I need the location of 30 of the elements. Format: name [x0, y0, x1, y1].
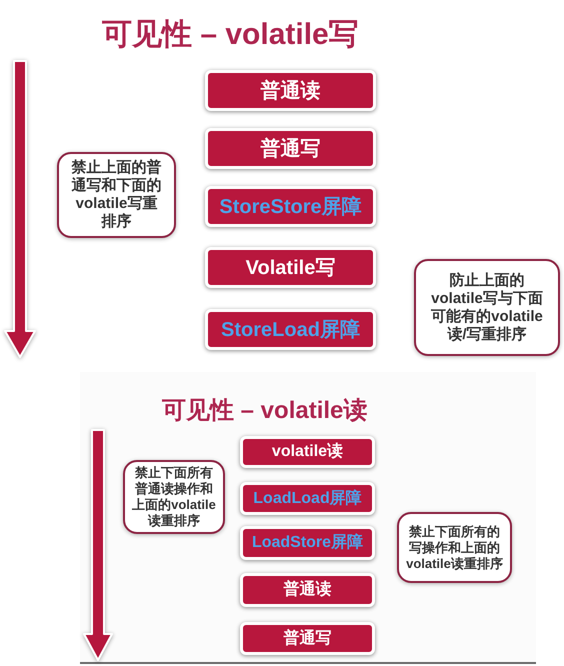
barrier-label: LoadLoad屏障 [253, 488, 362, 508]
note-callout [414, 259, 560, 356]
note-text: 禁止上面的普通写和下面的volatile写重排序 [71, 159, 162, 231]
operation-label: volatile读 [272, 442, 344, 462]
operation-box [240, 573, 375, 607]
note-callout [397, 512, 512, 583]
section-title: 可见性 – volatile读 [162, 396, 368, 426]
barrier-box [205, 309, 376, 350]
operation-box [205, 70, 376, 111]
note-callout [57, 152, 176, 238]
barrier-box [240, 482, 375, 515]
barrier-label: StoreLoad屏障 [221, 318, 360, 342]
barrier-label: LoadStore屏障 [252, 533, 364, 553]
operation-box [240, 622, 375, 655]
barrier-label: StoreStore屏障 [219, 194, 362, 218]
note-text: 防止上面的volatile写与下面可能有的volatile读/写重排序 [430, 272, 544, 344]
operation-box [240, 436, 375, 468]
barrier-box [240, 526, 375, 560]
operation-label: 普通写 [284, 628, 332, 648]
operation-label: Volatile写 [246, 256, 336, 280]
section-title: 可见性 – volatile写 [102, 17, 359, 53]
operation-label: 普通读 [260, 78, 320, 102]
operation-label: 普通写 [260, 136, 320, 160]
operation-box [205, 128, 376, 169]
note-text: 禁止下面所有普通读操作和上面的volatile读重排序 [131, 465, 217, 529]
operation-label: 普通读 [284, 580, 332, 600]
operation-box [205, 247, 376, 288]
note-callout [123, 460, 225, 534]
barrier-box [205, 186, 376, 227]
note-text: 禁止下面所有的写操作和上面的volatile读重排序 [405, 524, 504, 572]
